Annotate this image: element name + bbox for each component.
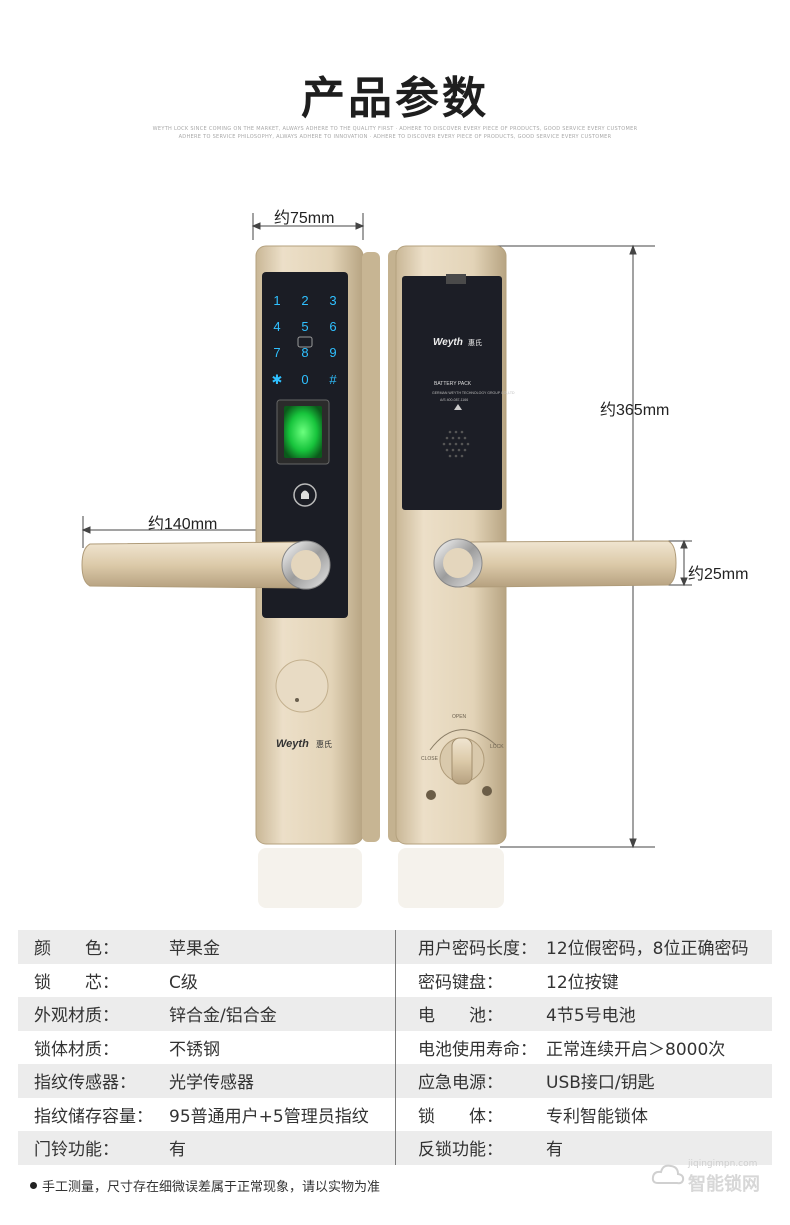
spec-value: 12位假密码，8位正确密码 [546, 939, 749, 960]
spec-key: 密码键盘： [418, 972, 503, 993]
spec-key: 指纹储存容量： [34, 1106, 153, 1127]
reflections [258, 848, 504, 908]
key-7: 7 [273, 345, 280, 360]
page-title: 产品参数 [301, 73, 489, 124]
spec-row: 锁体材质： 不锈钢 电池使用寿命： 正常连续开启＞8000次 [18, 1030, 772, 1064]
handle-length-label: 约140mm [148, 516, 218, 533]
brand-logo-front-cn: 惠氏 [316, 739, 332, 749]
height-dimension-label: 约365mm [600, 402, 670, 419]
handle-thickness-label: 约25mm [688, 566, 749, 583]
lock-product-illustration: 1 2 3 4 5 6 7 8 9 ✱ 0 # Weyth 惠氏 [81, 213, 692, 908]
battery-pack-info: GERMAN WEYTH TECHNOLOGY GROUP CO.,LTD [432, 391, 515, 395]
key-4: 4 [273, 319, 280, 334]
spec-row: 指纹储存容量： 95普通用户+5管理员指纹 锁 体： 专利智能锁体 [18, 1097, 772, 1131]
key-hash: # [329, 372, 337, 387]
spec-key: 用户密码长度： [418, 939, 537, 960]
brand-logo-back: Weyth [433, 337, 463, 348]
spec-value: 有 [169, 1140, 186, 1161]
battery-pack-label: BATTERY PACK [434, 381, 472, 387]
keyhole-cover [275, 659, 329, 713]
dimension-lines [81, 213, 692, 849]
specs-table: 颜 色： 苹果金 用户密码长度： 12位假密码，8位正确密码 锁 芯： C级 密码键盘… [18, 930, 772, 1165]
watermark-text: 智能锁网 [688, 1174, 760, 1195]
knob-close-label: CLOSE [421, 756, 439, 762]
fingerprint-sensor [284, 406, 322, 458]
spec-value: 12位按键 [546, 972, 619, 993]
spec-key: 锁 芯： [34, 972, 119, 993]
battery-pack-info-2: A/S 400-087-1166 [440, 398, 468, 402]
doorbell-icon [293, 483, 317, 507]
spec-value: 正常连续开启＞8000次 [546, 1039, 726, 1060]
bullet-icon [30, 1182, 37, 1189]
front-handle [81, 540, 331, 590]
brand-logo-back-cn: 惠氏 [468, 338, 482, 347]
spec-value: 专利智能锁体 [546, 1106, 648, 1127]
spec-value: 锌合金/铝合金 [169, 1006, 277, 1027]
spec-key: 指纹传感器： [34, 1073, 136, 1094]
spec-key: 电 池： [418, 1006, 503, 1027]
spec-key: 应急电源： [418, 1073, 503, 1094]
spec-value: 苹果金 [169, 939, 220, 960]
spec-row: 颜 色： 苹果金 用户密码长度： 12位假密码，8位正确密码 [18, 930, 772, 964]
knob-lock-label: LOCK [490, 744, 504, 750]
spec-key: 反锁功能： [418, 1140, 503, 1161]
brand-logo-front: Weyth [276, 738, 309, 750]
spec-value: 95普通用户+5管理员指纹 [169, 1106, 369, 1127]
keypad: 1 2 3 4 5 6 7 8 9 ✱ 0 # [272, 293, 338, 387]
spec-row: 指纹传感器： 光学传感器 应急电源： USB接口/钥匙 [18, 1064, 772, 1098]
key-0: 0 [301, 372, 308, 387]
spec-value: 4节5号电池 [546, 1006, 636, 1027]
subtitle-line-2: ADHERE TO SERVICE PHILOSOPHY, ALWAYS ADH… [178, 134, 612, 140]
key-star: ✱ [272, 372, 283, 387]
speaker-grill [442, 430, 470, 458]
card-reader-icon [297, 336, 313, 348]
spec-key: 颜 色： [34, 939, 119, 960]
watermark: jiqingimpn.com 智能锁网 [650, 1155, 770, 1195]
key-8: 8 [301, 345, 308, 360]
knob-open-label: OPEN [452, 714, 467, 720]
key-9: 9 [329, 345, 336, 360]
spec-row: 外观材质： 锌合金/铝合金 电 池： 4节5号电池 [18, 997, 772, 1031]
width-dimension-label: 约75mm [274, 210, 335, 227]
spec-key: 锁 体： [418, 1106, 503, 1127]
footnote-text: 手工测量，尺寸存在细微误差属于正常现象，请以实物为准 [42, 1180, 381, 1195]
key-5: 5 [301, 319, 308, 334]
spec-key: 门铃功能： [34, 1140, 119, 1161]
spec-value: C级 [169, 972, 198, 993]
key-6: 6 [329, 319, 336, 334]
subtitle-line-1: WEYTH LOCK SINCE COMING ON THE MARKET, A… [152, 126, 638, 132]
key-2: 2 [301, 293, 308, 308]
spec-value: 有 [546, 1140, 563, 1161]
key-3: 3 [329, 293, 336, 308]
spec-value: USB接口/钥匙 [546, 1073, 655, 1094]
spec-key: 外观材质： [34, 1006, 119, 1027]
spec-value: 光学传感器 [169, 1073, 254, 1094]
spec-key: 锁体材质： [34, 1039, 119, 1060]
key-1: 1 [273, 293, 280, 308]
back-handle [433, 538, 677, 588]
spec-row: 门铃功能： 有 反锁功能： 有 [18, 1131, 772, 1165]
watermark-url: jiqingimpn.com [688, 1159, 758, 1169]
spec-row: 锁 芯： C级 密码键盘： 12位按键 [18, 963, 772, 997]
spec-value: 不锈钢 [169, 1039, 220, 1060]
watermark-cloud-icon [651, 1164, 685, 1185]
spec-key: 电池使用寿命： [418, 1039, 537, 1060]
footnote: 手工测量，尺寸存在细微误差属于正常现象，请以实物为准 [30, 1176, 380, 1195]
